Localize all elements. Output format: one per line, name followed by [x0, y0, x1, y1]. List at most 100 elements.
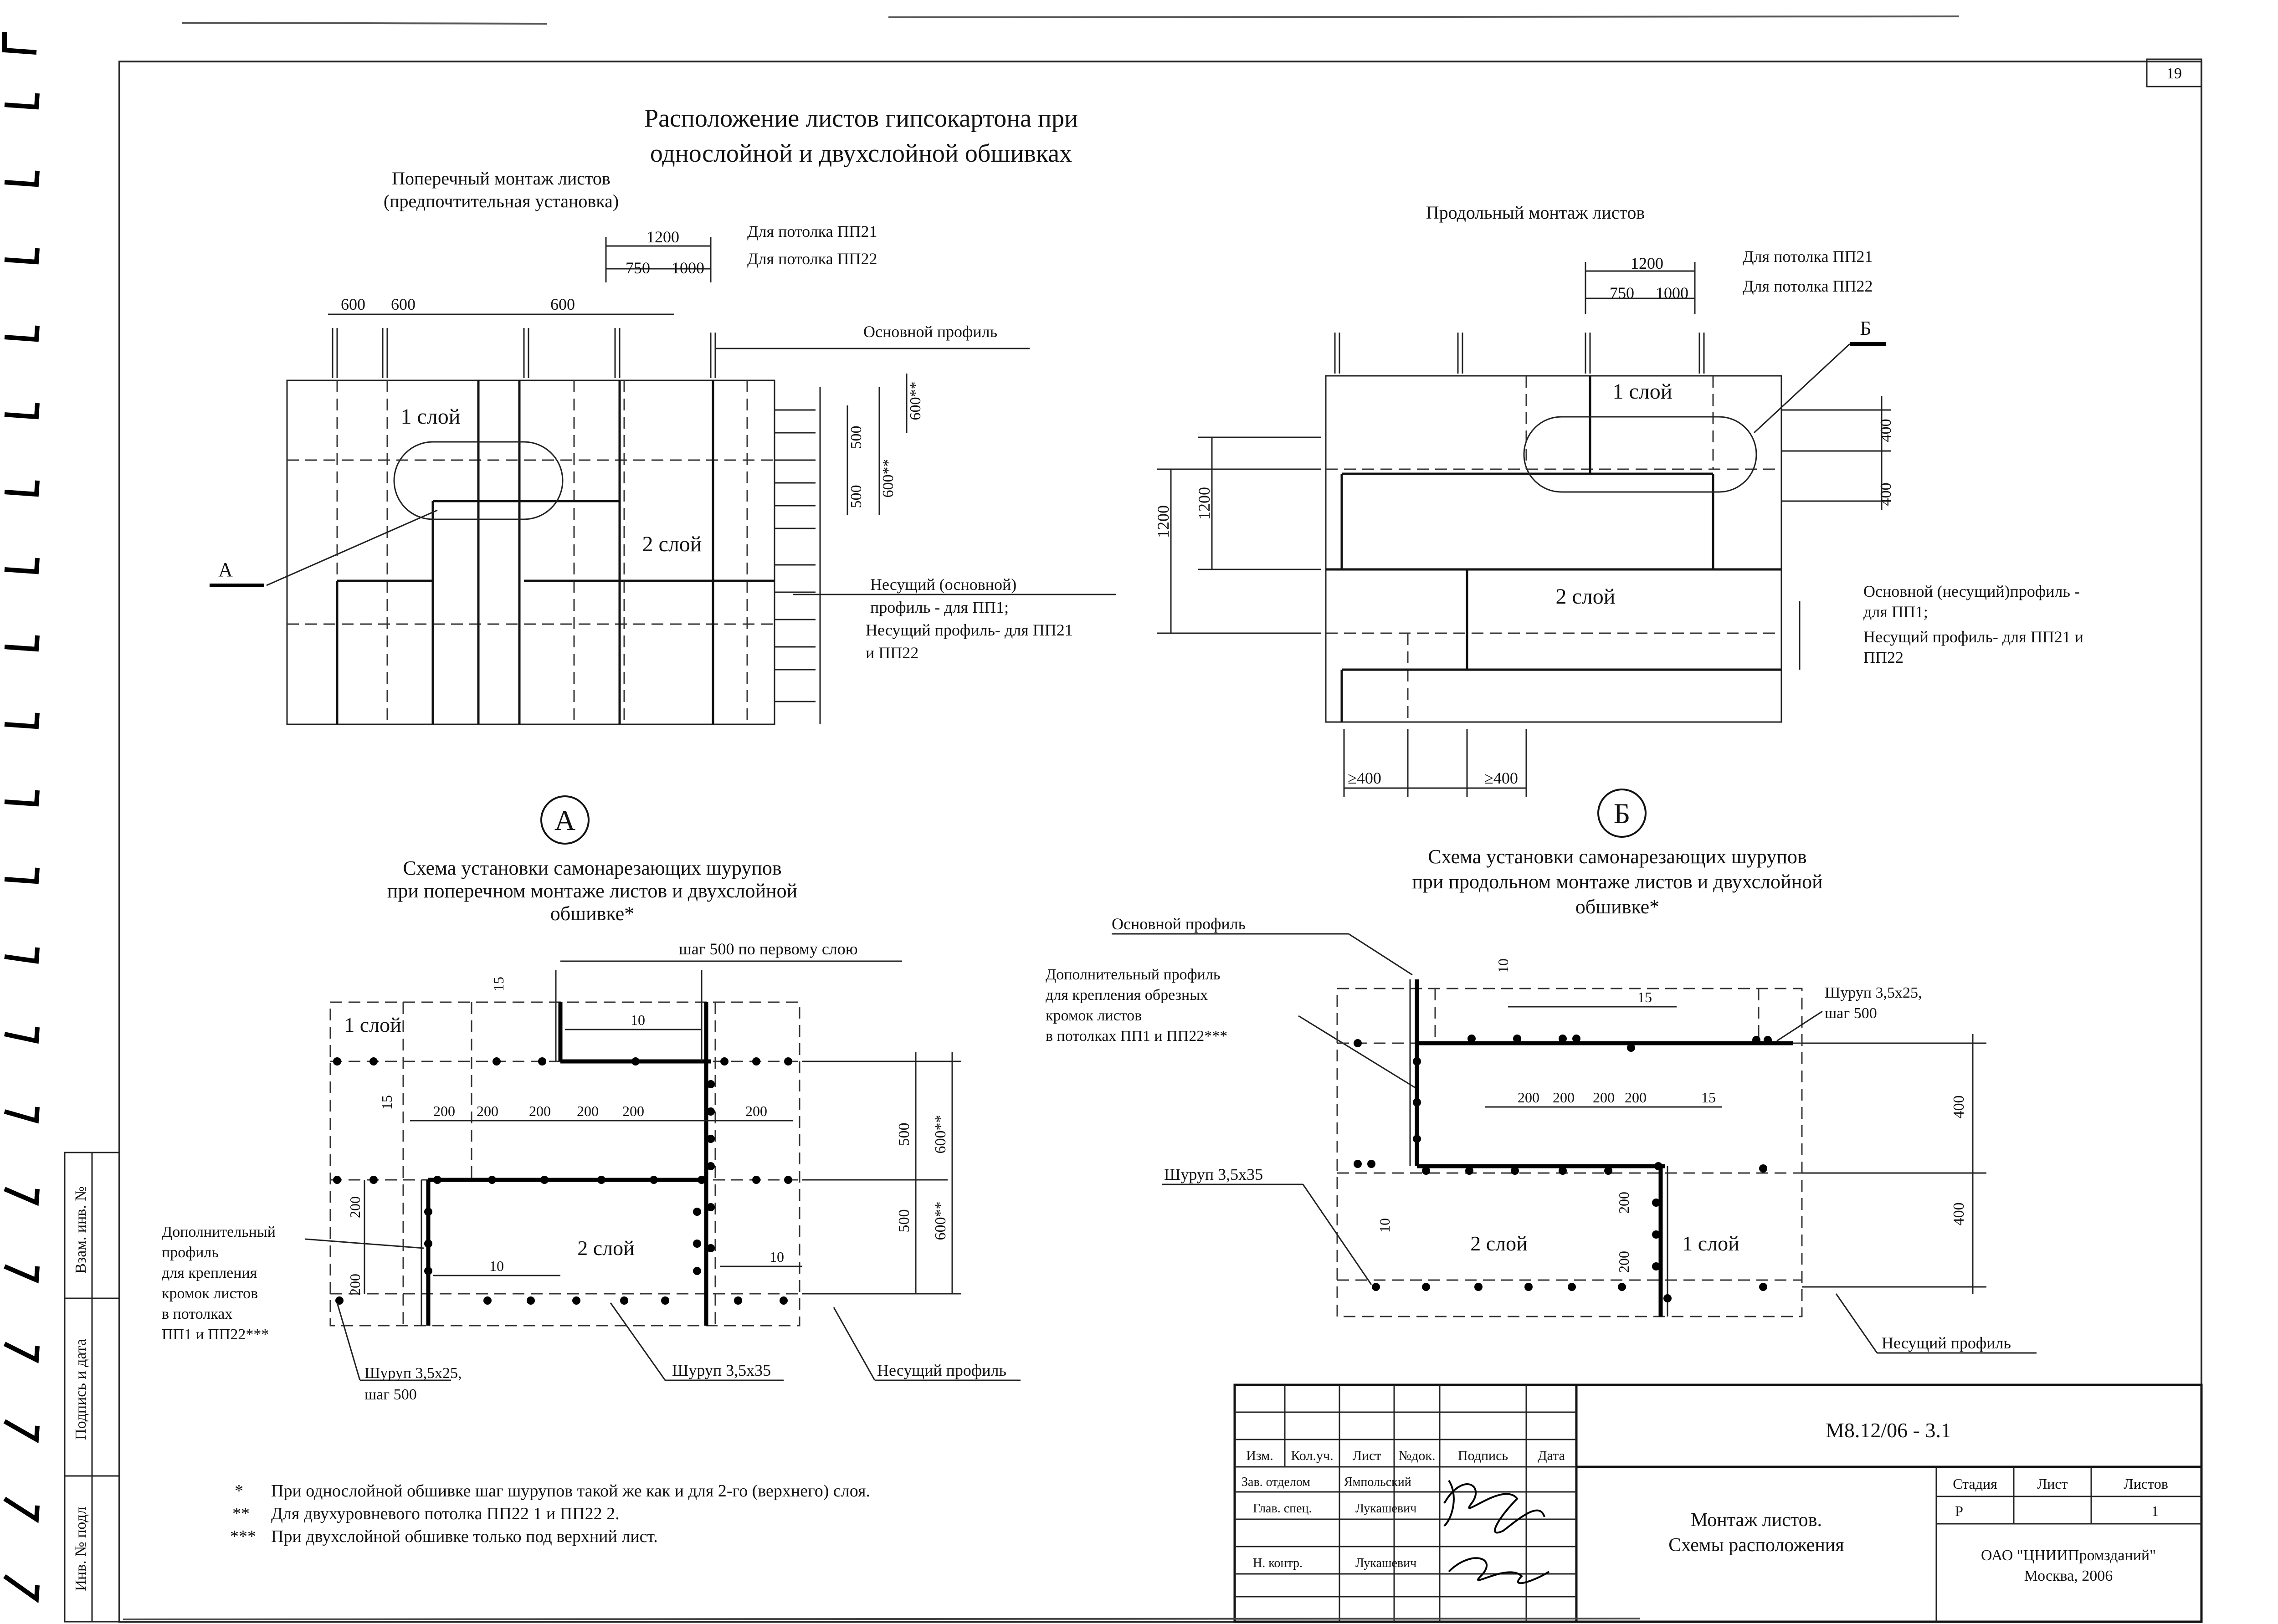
detail-b-layer2: 2 слой — [1470, 1232, 1528, 1255]
right-dim-ge400b: ≥400 — [1484, 769, 1518, 787]
left-plan-caption1: Поперечный монтаж листов — [392, 168, 611, 189]
detail-a-d200-1: 200 — [433, 1103, 455, 1119]
detail-a: А Схема установки самонарезающих шурупов… — [162, 795, 1021, 1403]
tb-sheet-header: Лист — [2037, 1475, 2068, 1492]
tb-header-date: Дата — [1538, 1448, 1565, 1463]
detail-b-d15b: 15 — [1701, 1089, 1716, 1106]
right-note-pp21: Для потолка ПП21 — [1743, 247, 1873, 266]
detail-a-bearing: Несущий профиль — [877, 1361, 1006, 1379]
right-dim-400b: 400 — [1878, 483, 1894, 506]
detail-a-screw35: Шуруп 3,5х35 — [672, 1361, 771, 1379]
detail-a-extra2: профиль — [162, 1244, 219, 1261]
detail-b-caption3: обшивке* — [1575, 896, 1659, 918]
right-plan: Продольный монтаж листов 1200 750 1000 Д… — [1154, 202, 2083, 797]
drawing-title-line2: однослойной и двухслойной обшивках — [650, 139, 1072, 168]
footnote-text-1: При однослойной обшивке шаг шурупов тако… — [271, 1481, 870, 1501]
detail-a-d200v1: 200 — [347, 1196, 363, 1218]
left-dim-600c: 600 — [550, 295, 575, 313]
left-note-pp21: Для потолка ПП21 — [747, 222, 877, 241]
left-dim-1000: 1000 — [672, 259, 704, 277]
tb-name-1: Ямпольский — [1344, 1475, 1411, 1489]
tb-sheets-value: 1 — [2151, 1503, 2159, 1519]
left-layer1-label: 1 слой — [401, 405, 461, 429]
right-dim-1200: 1200 — [1631, 254, 1663, 272]
detail-a-label: А — [554, 804, 575, 836]
tb-header-sign: Подпись — [1458, 1448, 1508, 1463]
detail-a-d15a: 15 — [490, 977, 507, 991]
detail-b-d400a: 400 — [1950, 1096, 1967, 1119]
detail-a-d10a: 10 — [631, 1012, 645, 1028]
stamp-sign-date: Подпись и дата — [72, 1339, 89, 1440]
detail-a-extra5: в потолках — [162, 1306, 232, 1322]
detail-a-d200-6: 200 — [745, 1103, 767, 1119]
stamp-inv-exch: Взам. инв. № — [72, 1186, 89, 1274]
left-bearing-line2: профиль - для ПП1; — [870, 598, 1009, 616]
detail-b-caption2: при продольном монтаже листов и двухслой… — [1412, 871, 1822, 893]
right-dim-1200-v2: 1200 — [1195, 487, 1213, 520]
detail-b-d400b: 400 — [1950, 1203, 1967, 1226]
detail-b-extra3: кромок листов — [1046, 1007, 1142, 1024]
detail-b-bearing: Несущий профиль — [1882, 1334, 2011, 1352]
tb-role-1: Зав. отделом — [1242, 1475, 1310, 1489]
detail-a-d200-3: 200 — [529, 1103, 551, 1119]
detail-b-extra1: Дополнительный профиль — [1046, 966, 1220, 983]
left-dim-600s1: 600** — [880, 459, 897, 498]
tb-sheets-header: Листов — [2124, 1475, 2168, 1492]
detail-a-extra3: для крепления — [162, 1265, 257, 1281]
detail-b-label: Б — [1614, 797, 1631, 830]
detail-b-d200-2: 200 — [1553, 1089, 1575, 1106]
detail-a-d500b: 500 — [896, 1209, 913, 1233]
left-bearing-line1: Несущий (основной) — [870, 575, 1016, 594]
detail-b-screw25a: Шуруп 3,5х25, — [1825, 984, 1922, 1001]
detail-a-d600a: 600** — [932, 1115, 949, 1154]
right-marker-b: Б — [1860, 317, 1871, 339]
right-dim-1200-v1: 1200 — [1154, 505, 1172, 538]
right-dim-400a: 400 — [1878, 419, 1894, 442]
tb-header-izm: Изм. — [1246, 1448, 1273, 1463]
detail-a-d10b: 10 — [489, 1258, 504, 1274]
stamp-inv-orig: Инв. № подл — [72, 1506, 89, 1591]
footnotes: * При однослойной обшивке шаг шурупов та… — [230, 1481, 870, 1546]
left-dim-600a: 600 — [341, 295, 365, 313]
left-dim-1200: 1200 — [646, 228, 679, 246]
tb-code: М8.12/06 - 3.1 — [1826, 1419, 1951, 1442]
right-layer1-label: 1 слой — [1613, 379, 1673, 404]
tb-name-3: Лукашевич — [1355, 1556, 1416, 1570]
tb-header-ndok: №док. — [1399, 1448, 1436, 1463]
tb-stage-value: Р — [1955, 1503, 1963, 1519]
left-marker-a: А — [218, 558, 233, 581]
detail-a-d200-4: 200 — [577, 1103, 599, 1119]
detail-b-d10b: 10 — [1376, 1218, 1393, 1233]
detail-b-d10a: 10 — [1495, 958, 1511, 973]
detail-b-d200-1: 200 — [1518, 1089, 1539, 1106]
detail-a-caption3: обшивке* — [550, 902, 634, 925]
detail-b-caption1: Схема установки самонарезающих шурупов — [1428, 845, 1806, 868]
right-note-pp22: Для потолка ПП22 — [1743, 277, 1873, 295]
detail-a-d200-2: 200 — [477, 1103, 498, 1119]
detail-a-caption2: при поперечном монтаже листов и двухслой… — [387, 880, 797, 902]
drawing-title-line1: Расположение листов гипсокартона при — [644, 104, 1078, 133]
left-note-pp22: Для потолка ПП22 — [747, 250, 877, 268]
footnote-mark-1: * — [235, 1481, 243, 1501]
detail-a-d15b: 15 — [379, 1095, 395, 1110]
footnote-mark-2: ** — [232, 1504, 250, 1523]
tb-header-list: Лист — [1353, 1448, 1381, 1463]
tb-role-3: Н. контр. — [1253, 1556, 1303, 1570]
detail-a-layer2: 2 слой — [577, 1236, 635, 1260]
sheet-number: 19 — [2166, 65, 2182, 82]
right-dim-750: 750 — [1610, 284, 1634, 302]
tb-name-2: Лукашевич — [1355, 1501, 1416, 1516]
detail-b-layer1: 1 слой — [1682, 1232, 1739, 1255]
right-profile-line3: Несущий профиль- для ПП21 и — [1863, 628, 2083, 646]
detail-b-screw35: Шуруп 3,5х35 — [1164, 1165, 1263, 1183]
tb-role-2: Глав. спец. — [1253, 1501, 1312, 1516]
detail-a-screw25b: шаг 500 — [364, 1386, 417, 1403]
right-dim-ge400a: ≥400 — [1348, 769, 1381, 787]
detail-a-d500a: 500 — [896, 1123, 913, 1146]
detail-a-caption1: Схема установки самонарезающих шурупов — [403, 857, 781, 879]
right-profile-line2: для ПП1; — [1863, 603, 1928, 621]
side-stamp: Взам. инв. № Подпись и дата Инв. № подл — [64, 1152, 120, 1623]
left-dim-500b: 500 — [848, 426, 865, 449]
left-dim-600s2: 600** — [907, 382, 924, 420]
